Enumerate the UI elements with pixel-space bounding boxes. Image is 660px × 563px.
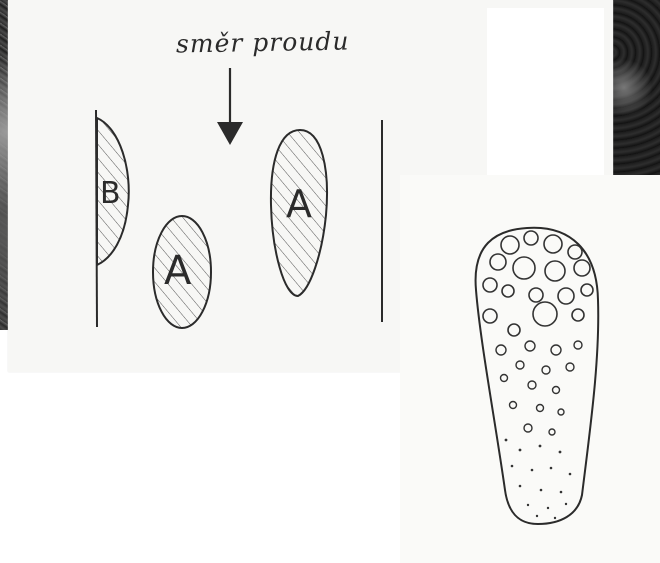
region-a-upper-label: A [286, 182, 312, 226]
cell-outline [476, 228, 599, 524]
cell-granules-small [505, 439, 572, 520]
flow-arrow [217, 68, 243, 145]
region-a-lower-label: A [164, 248, 191, 294]
cell-vesicles-medium [496, 341, 582, 435]
cell-vesicles-large [483, 231, 593, 336]
flow-direction-label: směr proudu [176, 26, 350, 58]
region-b-label: B [100, 176, 121, 211]
